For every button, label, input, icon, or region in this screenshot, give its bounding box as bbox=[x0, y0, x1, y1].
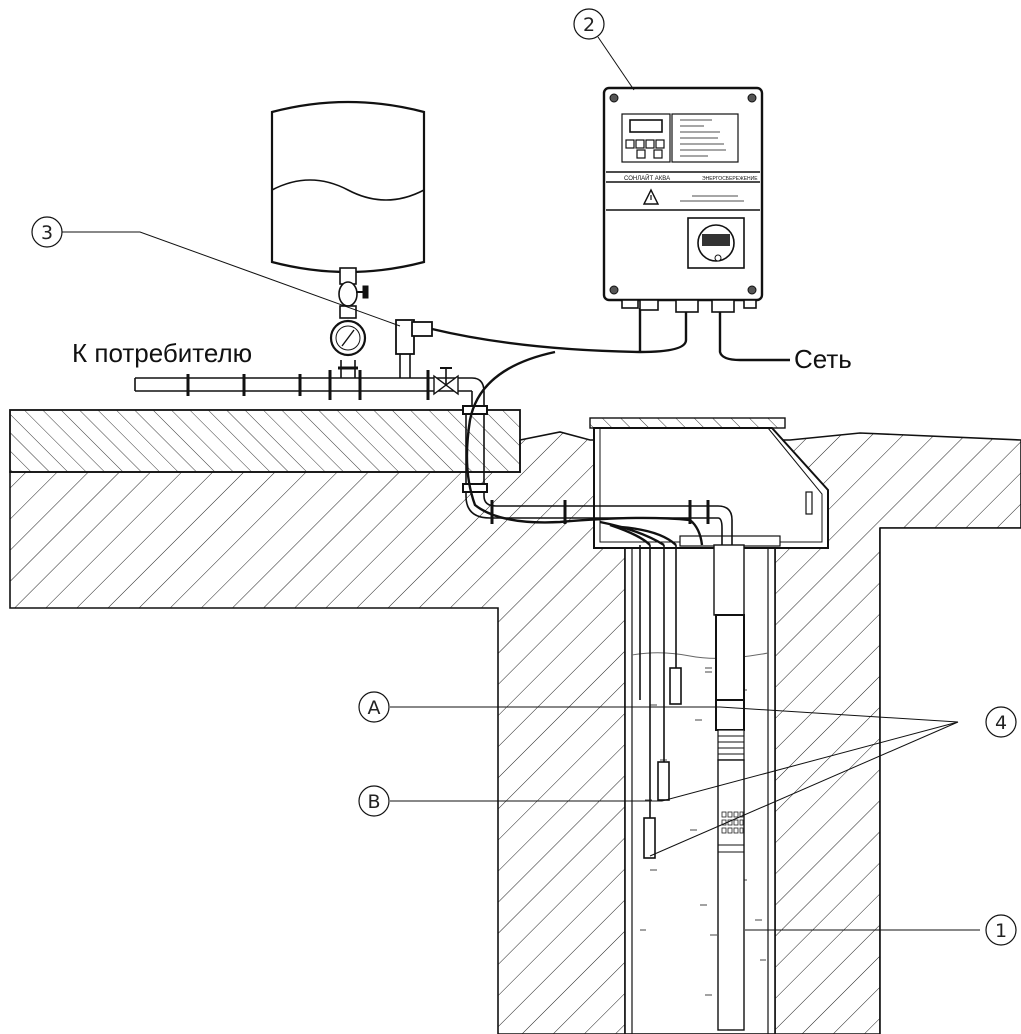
well-casing bbox=[624, 544, 776, 1034]
svg-text:B: B bbox=[367, 791, 380, 813]
callout-2: 2 bbox=[573, 8, 605, 40]
cable-glands bbox=[621, 299, 757, 313]
callout-4: 4 bbox=[985, 706, 1017, 738]
svg-text:1: 1 bbox=[995, 920, 1007, 942]
control-box-brand: ЭНЕРГОСБЕРЕЖЕНИЕ bbox=[702, 176, 758, 182]
level-sensors bbox=[639, 545, 682, 859]
submersible-pump bbox=[713, 544, 745, 1031]
callout-3: 3 bbox=[31, 216, 63, 248]
svg-text:3: 3 bbox=[41, 222, 53, 244]
pipeline bbox=[134, 350, 733, 545]
concrete-slab bbox=[9, 409, 521, 473]
svg-text:A: A bbox=[368, 697, 381, 719]
control-box-model: СОНЛАЙТ АКВА bbox=[624, 174, 670, 182]
svg-text:2: 2 bbox=[583, 14, 595, 36]
expansion-tank bbox=[270, 100, 426, 357]
label-mains: Сеть bbox=[794, 344, 852, 374]
label-to-consumer: К потребителю bbox=[72, 338, 252, 368]
control-box: СОНЛАЙТ АКВА ЭНЕРГОСБЕРЕЖЕНИЕ bbox=[602, 86, 764, 313]
ground-soil bbox=[9, 431, 1021, 1034]
callout-1: 1 bbox=[985, 914, 1017, 946]
cables bbox=[431, 308, 790, 547]
callout-B: B bbox=[358, 785, 390, 817]
shutoff-valve bbox=[433, 367, 459, 396]
leader-lines bbox=[62, 36, 980, 931]
svg-text:4: 4 bbox=[995, 712, 1007, 734]
pressure-sensor bbox=[395, 319, 433, 355]
callout-A: A bbox=[358, 691, 390, 723]
